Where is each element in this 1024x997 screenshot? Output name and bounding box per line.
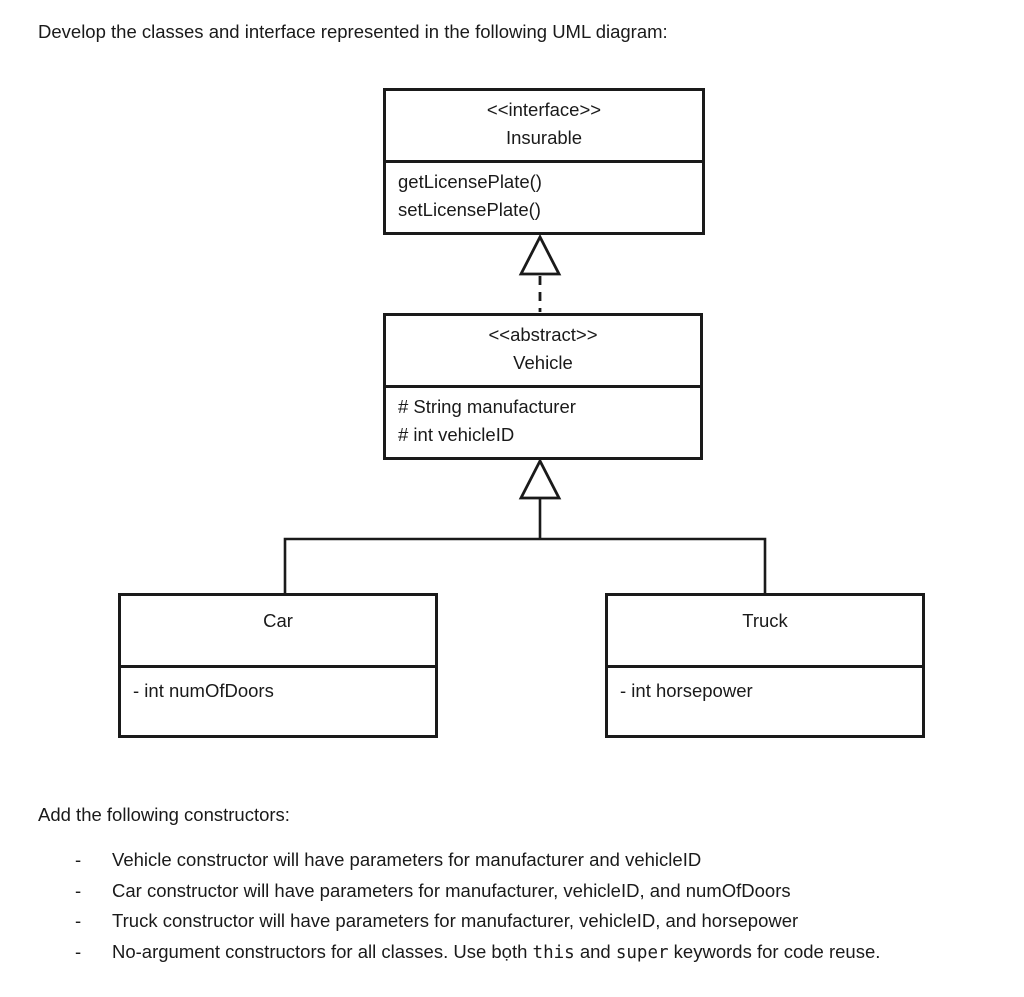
insurable-method-getlicenseplate: getLicensePlate() xyxy=(398,171,542,192)
this-keyword-code: this xyxy=(532,942,575,963)
constructor-requirement-truck: Truck constructor will have parameters f… xyxy=(112,910,799,932)
insurable-header: <<interface>> Insurable xyxy=(386,91,702,163)
car-name: Car xyxy=(263,610,293,631)
super-keyword-code: super xyxy=(615,942,669,963)
bullet-dash: - xyxy=(75,940,82,962)
vehicle-name: Vehicle xyxy=(513,352,573,373)
truck-header: Truck xyxy=(608,596,922,668)
vehicle-header: <<abstract>> Vehicle xyxy=(386,316,700,388)
list-item: - Truck constructor will have parameters… xyxy=(0,906,1010,937)
uml-connectors xyxy=(283,233,767,594)
vehicle-stereotype: <<abstract>> xyxy=(488,324,598,345)
constructor-requirement-vehicle: Vehicle constructor will have parameters… xyxy=(112,849,702,870)
truck-field-horsepower: - int horsepower xyxy=(620,680,753,701)
noarg-text-prefix: No-argument constructors for all classes… xyxy=(112,940,533,962)
constructor-requirement-noarg: No-argument constructors for all classes… xyxy=(112,940,881,963)
bullet-dash: - xyxy=(75,910,82,932)
uml-class-car: Car - int numOfDoors xyxy=(118,593,438,738)
list-item: - Vehicle constructor will have paramete… xyxy=(0,845,1010,876)
inheritance-branch-connector xyxy=(283,537,767,594)
generalization-triangle-icon xyxy=(518,457,562,500)
insurable-method-setlicenseplate: setLicensePlate() xyxy=(398,199,541,220)
car-field-numofdoors: - int numOfDoors xyxy=(133,680,274,701)
realization-triangle-icon xyxy=(518,233,562,276)
constructors-heading: Add the following constructors: xyxy=(38,804,290,825)
car-members: - int numOfDoors xyxy=(121,668,435,705)
insurable-stereotype: <<interface>> xyxy=(486,99,602,120)
truck-members: - int horsepower xyxy=(608,668,922,705)
uml-class-vehicle: <<abstract>> Vehicle # String manufactur… xyxy=(383,313,703,460)
noarg-text-suffix: keywords for code reuse. xyxy=(668,940,881,962)
bullet-dash: - xyxy=(75,849,82,870)
truck-name: Truck xyxy=(742,610,788,631)
vehicle-members: # String manufacturer # int vehicleID xyxy=(386,388,700,449)
constructors-list: - Vehicle constructor will have paramete… xyxy=(0,845,1010,967)
page-title: Develop the classes and interface repres… xyxy=(38,21,668,42)
vehicle-field-manufacturer: # String manufacturer xyxy=(398,396,576,417)
constructor-requirement-car: Car constructor will have parameters for… xyxy=(112,879,791,901)
vehicle-field-vehicleid: # int vehicleID xyxy=(398,424,515,445)
noarg-text-mid: and xyxy=(574,940,616,962)
insurable-name: Insurable xyxy=(505,127,583,148)
bullet-dash: - xyxy=(75,879,82,901)
insurable-members: getLicensePlate() setLicensePlate() xyxy=(386,163,702,224)
list-item: - Car constructor will have parameters f… xyxy=(0,876,1010,907)
list-item: - No-argument constructors for all class… xyxy=(0,937,1010,968)
uml-class-insurable: <<interface>> Insurable getLicensePlate(… xyxy=(383,88,705,235)
car-header: Car xyxy=(121,596,435,668)
uml-class-truck: Truck - int horsepower xyxy=(605,593,925,738)
